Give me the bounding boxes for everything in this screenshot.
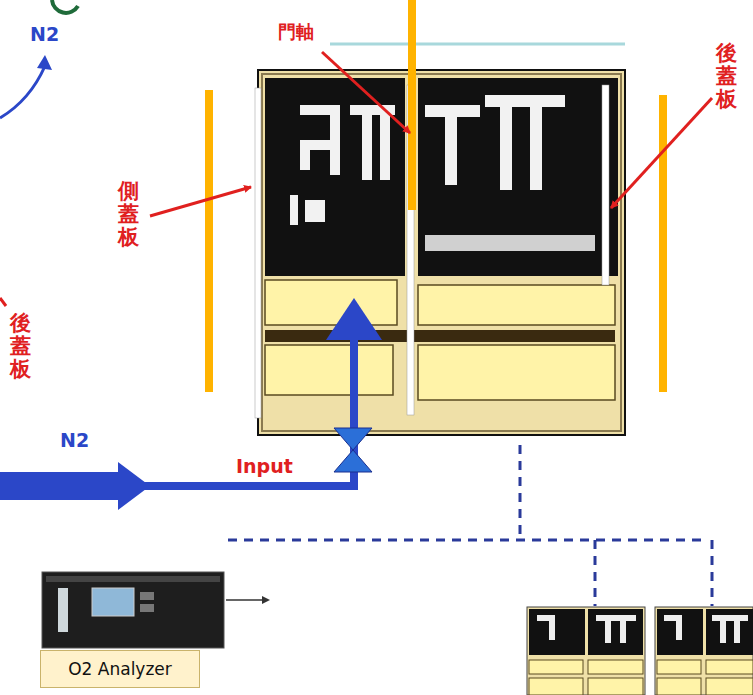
part-label: 後蓋板 (10, 312, 31, 381)
callout-label: N2 (30, 24, 59, 46)
part-label: 後蓋板 (716, 42, 737, 111)
part-label: 側蓋板 (118, 180, 139, 249)
callout-label: 門軸 (278, 22, 314, 43)
callout-label: N2 (60, 430, 89, 452)
device-label: O2 Analyzer (68, 659, 172, 679)
callout-label: Input (236, 456, 293, 478)
device-label-box: O2 Analyzer (40, 650, 200, 688)
